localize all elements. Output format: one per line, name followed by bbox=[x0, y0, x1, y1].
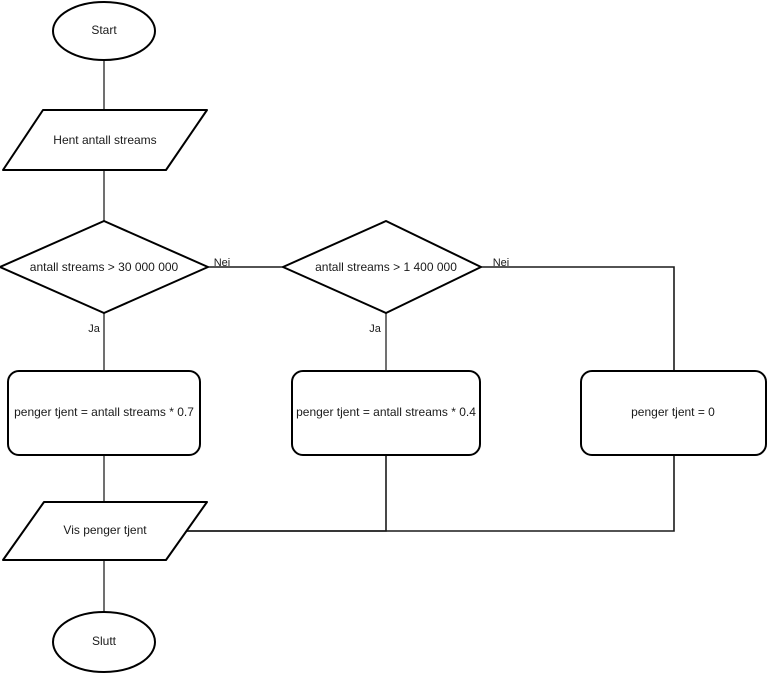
edge-label-decision-mid-ja: Ja bbox=[369, 323, 382, 335]
edge-label-decision-mid-nei: Nei bbox=[493, 257, 510, 269]
connector-layer bbox=[103, 58, 675, 612]
node-end[interactable]: Slutt bbox=[52, 611, 156, 673]
process-zero-label: penger tjent = 0 bbox=[631, 405, 715, 419]
node-process-mid[interactable]: penger tjent = antall streams * 0.4 bbox=[291, 370, 481, 456]
node-decision-high[interactable]: antall streams > 30 000 000 bbox=[0, 220, 209, 314]
end-label: Slutt bbox=[92, 634, 117, 648]
connector-process-zero-to-output bbox=[186, 455, 675, 532]
edge-label-decision-high-ja: Ja bbox=[88, 323, 101, 335]
output-parallelogram bbox=[2, 501, 208, 561]
process-high-box bbox=[7, 370, 201, 456]
connector-decision-mid-nei-to-process-zero bbox=[481, 266, 675, 371]
output-money-label: Vis penger tjent bbox=[63, 523, 147, 537]
process-mid-label: penger tjent = antall streams * 0.4 bbox=[296, 405, 476, 419]
decision-high-diamond bbox=[0, 220, 209, 314]
decision-mid-label: antall streams > 1 400 000 bbox=[315, 260, 457, 274]
edge-label-layer: Nei Ja Nei Ja bbox=[88, 257, 509, 335]
input-streams-label: Hent antall streams bbox=[53, 133, 156, 147]
node-output-money[interactable]: Vis penger tjent bbox=[2, 501, 208, 561]
node-process-high[interactable]: penger tjent = antall streams * 0.7 bbox=[7, 370, 201, 456]
decision-mid-diamond bbox=[282, 220, 482, 314]
connector-process-mid-to-output bbox=[186, 455, 387, 532]
node-start[interactable]: Start bbox=[52, 1, 156, 61]
end-ellipse bbox=[52, 611, 156, 673]
process-zero-box bbox=[580, 370, 767, 456]
start-label: Start bbox=[91, 23, 117, 37]
start-ellipse bbox=[52, 1, 156, 61]
node-decision-mid[interactable]: antall streams > 1 400 000 bbox=[282, 220, 482, 314]
input-parallelogram bbox=[2, 109, 208, 171]
process-high-label: penger tjent = antall streams * 0.7 bbox=[14, 405, 194, 419]
decision-high-label: antall streams > 30 000 000 bbox=[30, 260, 179, 274]
node-process-zero[interactable]: penger tjent = 0 bbox=[580, 370, 767, 456]
edge-label-decision-high-nei: Nei bbox=[214, 257, 231, 269]
process-mid-box bbox=[291, 370, 481, 456]
node-input-streams[interactable]: Hent antall streams bbox=[2, 109, 208, 171]
